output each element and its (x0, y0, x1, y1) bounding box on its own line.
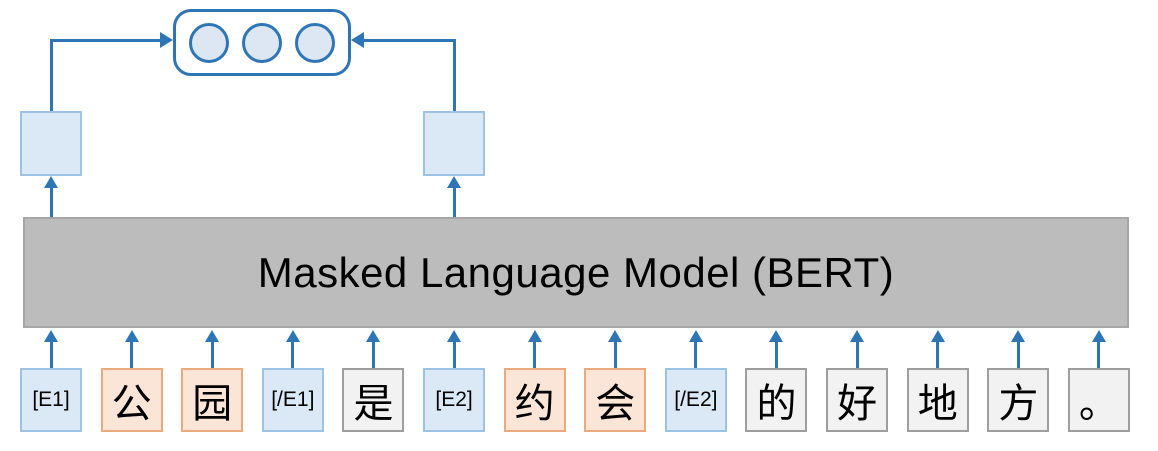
model-to-entity1-arrow-line (50, 188, 53, 217)
token-arrowhead-icon (769, 330, 784, 342)
token-box-entity: 会 (584, 368, 647, 432)
embedding-circle (295, 22, 335, 63)
token-box-entity: 约 (503, 368, 566, 432)
token-arrow-shaft (533, 342, 537, 368)
token: 会 (584, 330, 647, 432)
model-to-entity1-arrowhead-icon (44, 176, 58, 188)
token-arrow-shaft (774, 342, 778, 368)
token-arrowhead-icon (285, 330, 300, 342)
token-box-plain: 方 (987, 368, 1050, 432)
token-box-plain: 。 (1067, 368, 1130, 432)
token-to-model-arrow (930, 330, 945, 368)
token-box-plain: 是 (342, 368, 405, 432)
token: [E2] (423, 330, 486, 432)
token-to-model-arrow (366, 330, 381, 368)
token-arrow-shaft (613, 342, 617, 368)
token-arrow-shaft (936, 342, 940, 368)
token: 约 (503, 330, 566, 432)
left-elbow-vertical-line (50, 39, 53, 111)
token-to-model-arrow (1011, 330, 1026, 368)
left-elbow-horizontal-line (51, 39, 160, 42)
token: 是 (342, 330, 405, 432)
model-to-entity2-arrowhead-icon (447, 176, 461, 188)
token-box-plain: 的 (745, 368, 808, 432)
token: 方 (987, 330, 1050, 432)
token-to-model-arrow (688, 330, 703, 368)
left-elbow-arrowhead-icon (160, 32, 173, 48)
token-to-model-arrow (124, 330, 139, 368)
token-arrowhead-icon (447, 330, 462, 342)
token-to-model-arrow (769, 330, 784, 368)
token-box-special: [E2] (423, 368, 486, 432)
entity2-hidden-state-box (423, 111, 485, 176)
token-arrowhead-icon (366, 330, 381, 342)
token-arrowhead-icon (850, 330, 865, 342)
right-elbow-vertical-line (453, 39, 456, 112)
token-box-entity: 公 (100, 368, 163, 432)
token-box-special: [/E2] (664, 368, 727, 432)
embedding-circle (242, 22, 282, 63)
token-to-model-arrow (527, 330, 542, 368)
token-arrowhead-icon (205, 330, 220, 342)
token: 的 (745, 330, 808, 432)
token-box-plain: 好 (826, 368, 889, 432)
model-to-entity2-arrow-line (453, 188, 456, 217)
token-to-model-arrow (205, 330, 220, 368)
token-arrow-shaft (1016, 342, 1020, 368)
entity1-hidden-state-box (20, 111, 82, 176)
token: [/E2] (664, 330, 727, 432)
token: 地 (906, 330, 969, 432)
token-to-model-arrow (447, 330, 462, 368)
token-to-model-arrow (285, 330, 300, 368)
token: 好 (826, 330, 889, 432)
token: 。 (1067, 330, 1130, 432)
token-to-model-arrow (1091, 330, 1106, 368)
token-arrowhead-icon (688, 330, 703, 342)
token-arrow-shaft (291, 342, 295, 368)
token-arrow-shaft (49, 342, 53, 368)
right-elbow-arrowhead-icon (351, 32, 364, 48)
token-to-model-arrow (850, 330, 865, 368)
token-arrow-shaft (371, 342, 375, 368)
token-arrowhead-icon (44, 330, 58, 342)
token-arrow-shaft (694, 342, 698, 368)
token-arrowhead-icon (1091, 330, 1106, 342)
pooled-output-box (173, 9, 351, 76)
token-box-special: [E1] (20, 368, 82, 432)
token: 公 (100, 330, 163, 432)
token-arrow-shaft (1097, 342, 1101, 368)
bert-model-box: Masked Language Model (BERT) (23, 217, 1129, 328)
token-arrowhead-icon (124, 330, 139, 342)
token-to-model-arrow (608, 330, 623, 368)
token: [/E1] (261, 330, 324, 432)
token-to-model-arrow (44, 330, 58, 368)
token-arrowhead-icon (930, 330, 945, 342)
token-arrow-shaft (130, 342, 134, 368)
right-elbow-horizontal-line (364, 39, 456, 42)
token: 园 (181, 330, 244, 432)
token-arrowhead-icon (1011, 330, 1026, 342)
token-arrow-shaft (855, 342, 859, 368)
embedding-circle (189, 22, 229, 63)
token-arrow-shaft (210, 342, 214, 368)
token: [E1] (20, 330, 82, 432)
bert-model-label: Masked Language Model (BERT) (257, 248, 895, 296)
token-box-plain: 地 (906, 368, 969, 432)
token-arrowhead-icon (527, 330, 542, 342)
token-arrow-shaft (452, 342, 456, 368)
token-box-special: [/E1] (261, 368, 324, 432)
token-row: [E1] 公园 [/E1] 是 [E2] 约会 [/E2] 的好地方。 (20, 330, 1130, 432)
token-box-entity: 园 (181, 368, 244, 432)
token-arrowhead-icon (608, 330, 623, 342)
